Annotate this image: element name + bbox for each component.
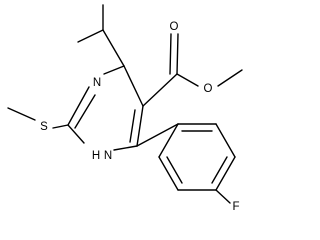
bond-isopropyl-to-c4 [102,29,125,67]
bond-s-methyl [7,107,36,121]
bond-aryl-double-3 [166,156,183,184]
atom-label-ring-nitrogen: N [93,77,101,89]
bond-aryl-5 [158,156,179,191]
bond-c6-aryl [136,123,179,147]
atom-label-ring-nh-nitrogen: N [104,150,112,162]
bond-o-methyl [217,69,243,87]
bond-n1-c6 [113,145,138,151]
atom-label-ring-nh-hydrogen: H [92,150,100,162]
bond-carbonyl-inner [169,33,172,75]
molecule-drawing: O O N N H S F [7,4,243,212]
bond-c2-s [52,124,69,129]
structure-diagram: O O N N H S F [7,4,243,212]
bond-aryl-6 [158,123,179,158]
bond-n3-c2-outer [67,86,90,126]
bond-c6-c5-inner [129,109,136,143]
bond-aryl-double-2 [211,156,228,184]
bond-aryl-fluorine [215,189,231,204]
bond-aryl-2 [215,123,236,158]
atom-label-carbonyl-oxygen: O [170,21,179,33]
bond-isopropyl-methyl-left [77,29,104,43]
bond-c6-c5-outer [136,105,144,147]
bond-c2-n1 [67,124,85,144]
bond-ester-oxygen [176,73,199,87]
bond-c4-n3 [103,65,125,75]
bond-c5-c4 [123,65,144,107]
bond-c5-ester-carbon [142,73,178,107]
bond-aryl-3 [215,156,236,191]
atom-label-fluorine: F [232,201,239,212]
bond-n3-c2-inner [74,94,96,129]
bond-carbonyl-outer [176,33,179,75]
atom-label-ester-oxygen: O [204,83,213,95]
atom-label-sulfur: S [40,121,48,133]
